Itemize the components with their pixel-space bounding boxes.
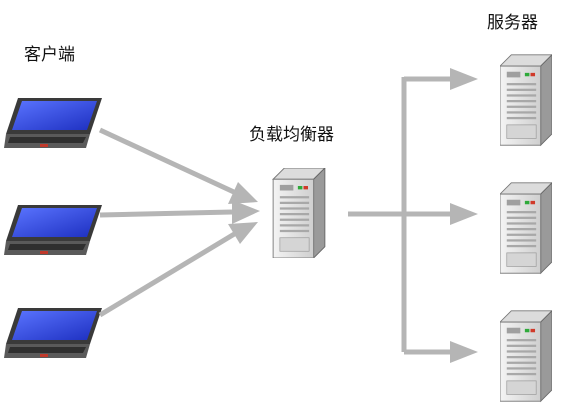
- arrowhead-client-2: [232, 200, 260, 224]
- arrow-client-1: [98, 127, 238, 196]
- laptop-icon: [4, 205, 102, 255]
- arrowhead-server-3: [450, 341, 478, 363]
- server-icon: [500, 182, 552, 274]
- client-arrows: [98, 127, 260, 318]
- laptop-icon: [4, 308, 102, 358]
- arrowhead-server-1: [450, 68, 478, 90]
- server-icon: [500, 54, 552, 146]
- arrowhead-server-2: [450, 203, 478, 225]
- load-balancer-label: 负载均衡器: [249, 125, 334, 145]
- servers-label: 服务器: [487, 13, 538, 33]
- server-icon: [500, 310, 552, 402]
- load-balancer-icon: [272, 168, 326, 258]
- arrowhead-client-1: [228, 182, 258, 204]
- arrowhead-client-3: [228, 222, 258, 244]
- arrow-client-3: [98, 230, 238, 318]
- clients-label: 客户端: [24, 45, 75, 65]
- server-arrows: [348, 68, 478, 363]
- laptop-icon: [4, 98, 102, 148]
- arrow-client-2: [99, 209, 233, 218]
